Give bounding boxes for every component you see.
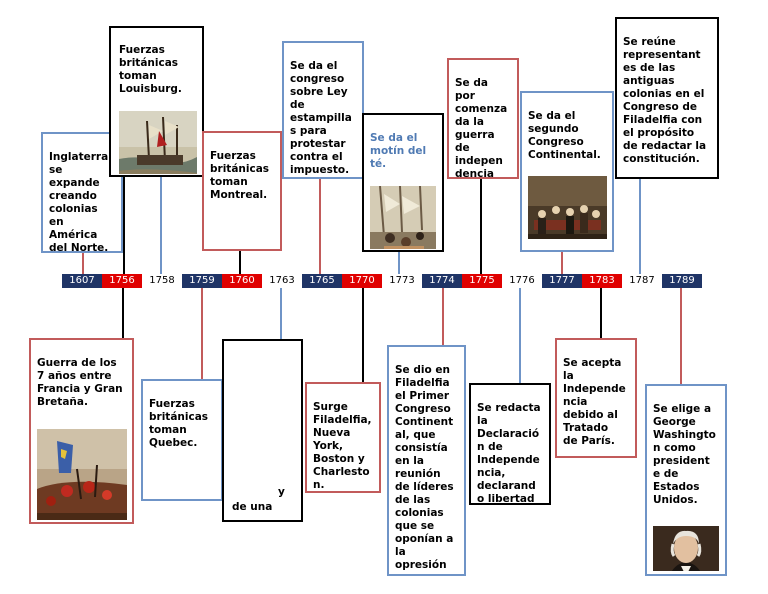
event-box-1770: Surge Filadelfia, Nueva York, Boston y C… [305, 382, 381, 493]
connector-1774 [442, 288, 444, 346]
event-text-1756: Guerra de los 7 años entre Francia y Gra… [37, 357, 123, 408]
connector-1760 [239, 250, 241, 274]
event-text-1765: Se da el congreso sobre Ley de estampill… [290, 60, 352, 176]
year-cell-1765: 1765 [302, 274, 342, 288]
george-washington-portrait-image [653, 513, 719, 571]
year-cell-1607: 1607 [62, 274, 102, 288]
year-cell-1775: 1775 [462, 274, 502, 288]
seven-years-war-painting-image [37, 416, 127, 520]
event-box-1765: Se da el congreso sobre Ley de estampill… [282, 41, 364, 179]
year-cell-1773: 1773 [382, 274, 422, 288]
year-cell-1756: 1756 [102, 274, 142, 288]
louisburg-painting-image [119, 98, 197, 174]
year-cell-1776: 1776 [502, 274, 542, 288]
event-text-1773: Se da el motín del té. [370, 132, 427, 170]
year-cell-1758: 1758 [142, 274, 182, 288]
year-cell-1770: 1770 [342, 274, 382, 288]
event-text-1760: Fuerzas británicas toman Montreal. [210, 150, 270, 201]
connector-1776 [519, 288, 521, 384]
event-box-1783: Se acepta la Independe ncia debido al Tr… [555, 338, 637, 458]
event-box-1760: Fuerzas británicas toman Montreal. [202, 131, 282, 251]
connector-1773 [398, 251, 400, 274]
event-text-1783: Se acepta la Independe ncia debido al Tr… [563, 357, 626, 447]
connector-1758 [123, 176, 125, 274]
event-box-1773: Se da el motín del té. [362, 113, 444, 252]
event-text-1776: Se redacta la Declaració n de Independe … [477, 402, 541, 505]
event-box-1776: Se redacta la Declaració n de Independe … [469, 383, 551, 505]
event-text-1758: Fuerzas británicas toman Louisburg. [119, 44, 182, 95]
year-cell-1759: 1759 [182, 274, 222, 288]
year-cell-1777: 1777 [542, 274, 582, 288]
year-cell-1763: 1763 [262, 274, 302, 288]
event-box-1775: Se da por comenza da la guerra de indepe… [447, 58, 519, 179]
event-text-1789: Se elige a George Washingto n como presi… [653, 403, 716, 506]
event-box-1758: Fuerzas británicas toman Louisburg. [109, 26, 204, 177]
second-continental-congress-image [528, 163, 607, 239]
event-box-1789: Se elige a George Washingto n como presi… [645, 384, 727, 576]
year-cell-1787: 1787 [622, 274, 662, 288]
year-cell-1760: 1760 [222, 274, 262, 288]
connector-1758-b [160, 176, 162, 274]
event-text-1763-b: de una [232, 501, 273, 513]
event-text-1775: Se da por comenza da la guerra de indepe… [455, 77, 508, 179]
event-box-1756: Guerra de los 7 años entre Francia y Gra… [29, 338, 134, 524]
event-text-1777: Se da el segundo Congreso Continental. [528, 110, 601, 161]
connector-1763 [280, 288, 282, 339]
event-box-1607: Inglaterra se expande creando colonias e… [41, 132, 123, 253]
connector-1789 [680, 288, 682, 384]
connector-1775 [480, 178, 482, 274]
event-box-1759: Fuerzas británicas toman Quebec. [141, 379, 223, 501]
event-box-1774: Se dio en Filadelfia el Primer Congreso … [387, 345, 466, 576]
event-text-1774: Se dio en Filadelfia el Primer Congreso … [395, 364, 454, 571]
connector-1783 [600, 288, 602, 339]
connector-1787 [639, 178, 641, 274]
event-text-1607: Inglaterra se expande creando colonias e… [49, 151, 109, 253]
connector-1770 [362, 288, 364, 383]
connector-1777 [561, 251, 563, 274]
event-box-1777: Se da el segundo Congreso Continental. [520, 91, 614, 252]
connector-1607 [82, 252, 84, 274]
event-box-1787: Se reúne representant es de las antiguas… [615, 17, 719, 179]
event-text-1763-a: y [278, 486, 285, 498]
connector-1756 [122, 288, 124, 339]
event-text-1787: Se reúne representant es de las antiguas… [623, 36, 707, 165]
boston-tea-party-image [370, 173, 436, 249]
connector-1759 [201, 288, 203, 380]
event-text-1759: Fuerzas británicas toman Quebec. [149, 398, 209, 449]
year-cell-1774: 1774 [422, 274, 462, 288]
year-cell-1783: 1783 [582, 274, 622, 288]
connector-1765 [319, 178, 321, 274]
event-text-1770: Surge Filadelfia, Nueva York, Boston y C… [313, 401, 372, 491]
year-cell-1789: 1789 [662, 274, 702, 288]
event-box-1763: y de una [222, 339, 303, 522]
